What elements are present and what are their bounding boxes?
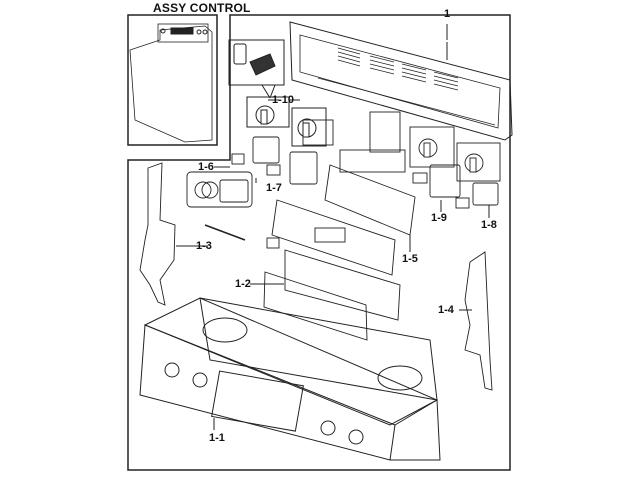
callout-1-6: 1-6 [198,161,214,173]
callout-1-1: 1-1 [209,432,225,444]
part-1-3-left-bracket [139,162,176,306]
part-1-5-pcb [266,164,416,276]
part-1-2-display [263,249,401,341]
diagram-title: ASSY CONTROL [153,1,251,15]
callout-1-5: 1-5 [402,253,418,265]
callout-1-8: 1-8 [481,219,497,231]
assembly-outline [127,14,511,471]
part-1-4-right-bracket [464,251,493,391]
part-1-1-front-panel [139,297,441,461]
range-overview-inset [127,14,218,146]
callout-1-7: 1-7 [266,182,282,194]
leader-lines [176,24,490,430]
callout-1-3: 1-3 [196,240,212,252]
callout-1-2: 1-2 [235,278,251,290]
callout-1: 1 [444,8,451,20]
callout-1-9: 1-9 [431,212,447,224]
part-1-rear-cover [289,21,513,141]
part-1-10-knob-assembly [228,39,327,147]
callout-1-4: 1-4 [438,304,454,316]
callout-1-10: 1-10 [272,94,295,106]
small-parts-group [186,111,501,241]
